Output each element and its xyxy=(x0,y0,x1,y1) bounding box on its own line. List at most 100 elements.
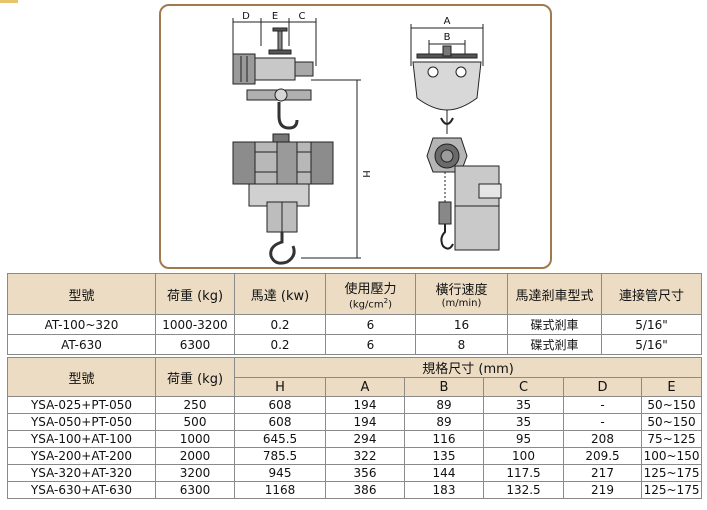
cell-d: - xyxy=(563,413,642,431)
cell-c: 132.5 xyxy=(483,481,564,499)
pressure-unit: (kg/cm2) xyxy=(327,296,415,311)
table-row: AT-630 6300 0.2 6 8 碟式剎車 5/16" xyxy=(7,334,702,355)
table2-header-a: A xyxy=(325,377,405,397)
table2-header-model: 型號 xyxy=(7,357,156,397)
cell-model: YSA-050+PT-050 xyxy=(7,413,156,431)
cell-speed: 8 xyxy=(415,334,508,355)
cell-b: 183 xyxy=(404,481,484,499)
cell-load: 3200 xyxy=(155,464,235,482)
dimension-label-b: B xyxy=(444,32,451,43)
cell-model: YSA-025+PT-050 xyxy=(7,396,156,414)
cell-load: 250 xyxy=(155,396,235,414)
cell-load: 500 xyxy=(155,413,235,431)
cell-brake: 碟式剎車 xyxy=(507,314,602,335)
cell-d: - xyxy=(563,396,642,414)
cell-c: 100 xyxy=(483,447,564,465)
cell-h: 608 xyxy=(234,396,326,414)
cell-b: 89 xyxy=(404,413,484,431)
cell-c: 117.5 xyxy=(483,464,564,482)
cell-c: 95 xyxy=(483,430,564,448)
table1-header-pipe: 連接管尺寸 xyxy=(601,273,702,315)
table2-header-d: D xyxy=(563,377,642,397)
table2-header-row: 型號 荷重 (kg) 規格尺寸 (mm) xyxy=(7,357,703,397)
table1-header-motor: 馬達 (kw) xyxy=(234,273,326,315)
cell-h: 645.5 xyxy=(234,430,326,448)
cell-e: 50~150 xyxy=(640,396,703,414)
table1-header-load: 荷重 (kg) xyxy=(155,273,235,315)
pressure-unit-sup: 2 xyxy=(383,296,389,305)
cell-e: 125~175 xyxy=(640,464,703,482)
table1-header-pressure: 使用壓力 (kg/cm2) xyxy=(325,273,416,315)
cell-motor: 0.2 xyxy=(234,314,326,335)
cell-speed: 16 xyxy=(415,314,508,335)
cell-b: 89 xyxy=(404,396,484,414)
cell-a: 356 xyxy=(325,464,405,482)
cell-h: 1168 xyxy=(234,481,326,499)
cell-b: 116 xyxy=(404,430,484,448)
cell-load: 6300 xyxy=(155,481,235,499)
table2-header-spec: 規格尺寸 (mm) xyxy=(233,357,703,378)
cell-pressure: 6 xyxy=(325,334,416,355)
table2-header-load: 荷重 (kg) xyxy=(155,357,235,397)
dimension-label-d: D xyxy=(242,11,250,22)
dimension-label-c: C xyxy=(299,11,306,22)
cell-load: 6300 xyxy=(155,334,235,355)
pressure-label: 使用壓力 xyxy=(344,281,397,297)
cell-h: 608 xyxy=(234,413,326,431)
cell-pipe: 5/16" xyxy=(601,334,702,355)
cell-a: 322 xyxy=(325,447,405,465)
hoist-diagram-frame: D E C H xyxy=(159,4,552,269)
table2-header-c: C xyxy=(483,377,564,397)
cell-a: 194 xyxy=(325,413,405,431)
cell-load: 2000 xyxy=(155,447,235,465)
cell-e: 75~125 xyxy=(640,430,703,448)
cell-model: YSA-100+AT-100 xyxy=(7,430,156,448)
cell-d: 217 xyxy=(563,464,642,482)
cell-h: 785.5 xyxy=(234,447,326,465)
dimension-label-h: H xyxy=(360,170,371,178)
dimension-label-a: A xyxy=(444,16,451,27)
pressure-unit-pre: (kg/cm xyxy=(348,299,384,311)
corner-accent xyxy=(0,0,18,3)
cell-h: 945 xyxy=(234,464,326,482)
cell-load: 1000 xyxy=(155,430,235,448)
cell-load: 1000-3200 xyxy=(155,314,235,335)
cell-model: AT-630 xyxy=(7,334,156,355)
spec-table-dimensions: 型號 荷重 (kg) 規格尺寸 (mm) H A B C D E YSA-025… xyxy=(7,357,703,499)
cell-e: 50~150 xyxy=(640,413,703,431)
cell-model: YSA-630+AT-630 xyxy=(7,481,156,499)
dimension-label-e: E xyxy=(272,11,278,22)
pressure-unit-post: ) xyxy=(388,299,393,311)
speed-label: 橫行速度 xyxy=(435,283,488,298)
cell-d: 219 xyxy=(563,481,642,499)
cell-b: 135 xyxy=(404,447,484,465)
table1-header-model: 型號 xyxy=(7,273,156,315)
cell-model: AT-100~320 xyxy=(7,314,156,335)
table2-header-h: H xyxy=(234,377,326,397)
cell-a: 194 xyxy=(325,396,405,414)
cell-d: 208 xyxy=(563,430,642,448)
table1-header-row: 型號 荷重 (kg) 馬達 (kw) 使用壓力 (kg/cm2) 橫行速度 (m… xyxy=(7,273,702,315)
cell-c: 35 xyxy=(483,413,564,431)
table2-header-b: B xyxy=(404,377,484,397)
cell-d: 209.5 xyxy=(563,447,642,465)
hoist-diagram: D E C H xyxy=(232,11,502,265)
cell-motor: 0.2 xyxy=(234,334,326,355)
spec-table-trolley: 型號 荷重 (kg) 馬達 (kw) 使用壓力 (kg/cm2) 橫行速度 (m… xyxy=(7,273,702,355)
table-row: AT-100~320 1000-3200 0.2 6 16 碟式剎車 5/16" xyxy=(7,314,702,335)
cell-model: YSA-200+AT-200 xyxy=(7,447,156,465)
cell-model: YSA-320+AT-320 xyxy=(7,464,156,482)
table2-subheader-row: H A B C D E xyxy=(8,377,703,397)
cell-a: 294 xyxy=(325,430,405,448)
cell-a: 386 xyxy=(325,481,405,499)
speed-unit: (m/min) xyxy=(441,298,482,309)
table1-header-brake: 馬達剎車型式 xyxy=(507,273,602,315)
cell-e: 100~150 xyxy=(640,447,703,465)
cell-c: 35 xyxy=(483,396,564,414)
